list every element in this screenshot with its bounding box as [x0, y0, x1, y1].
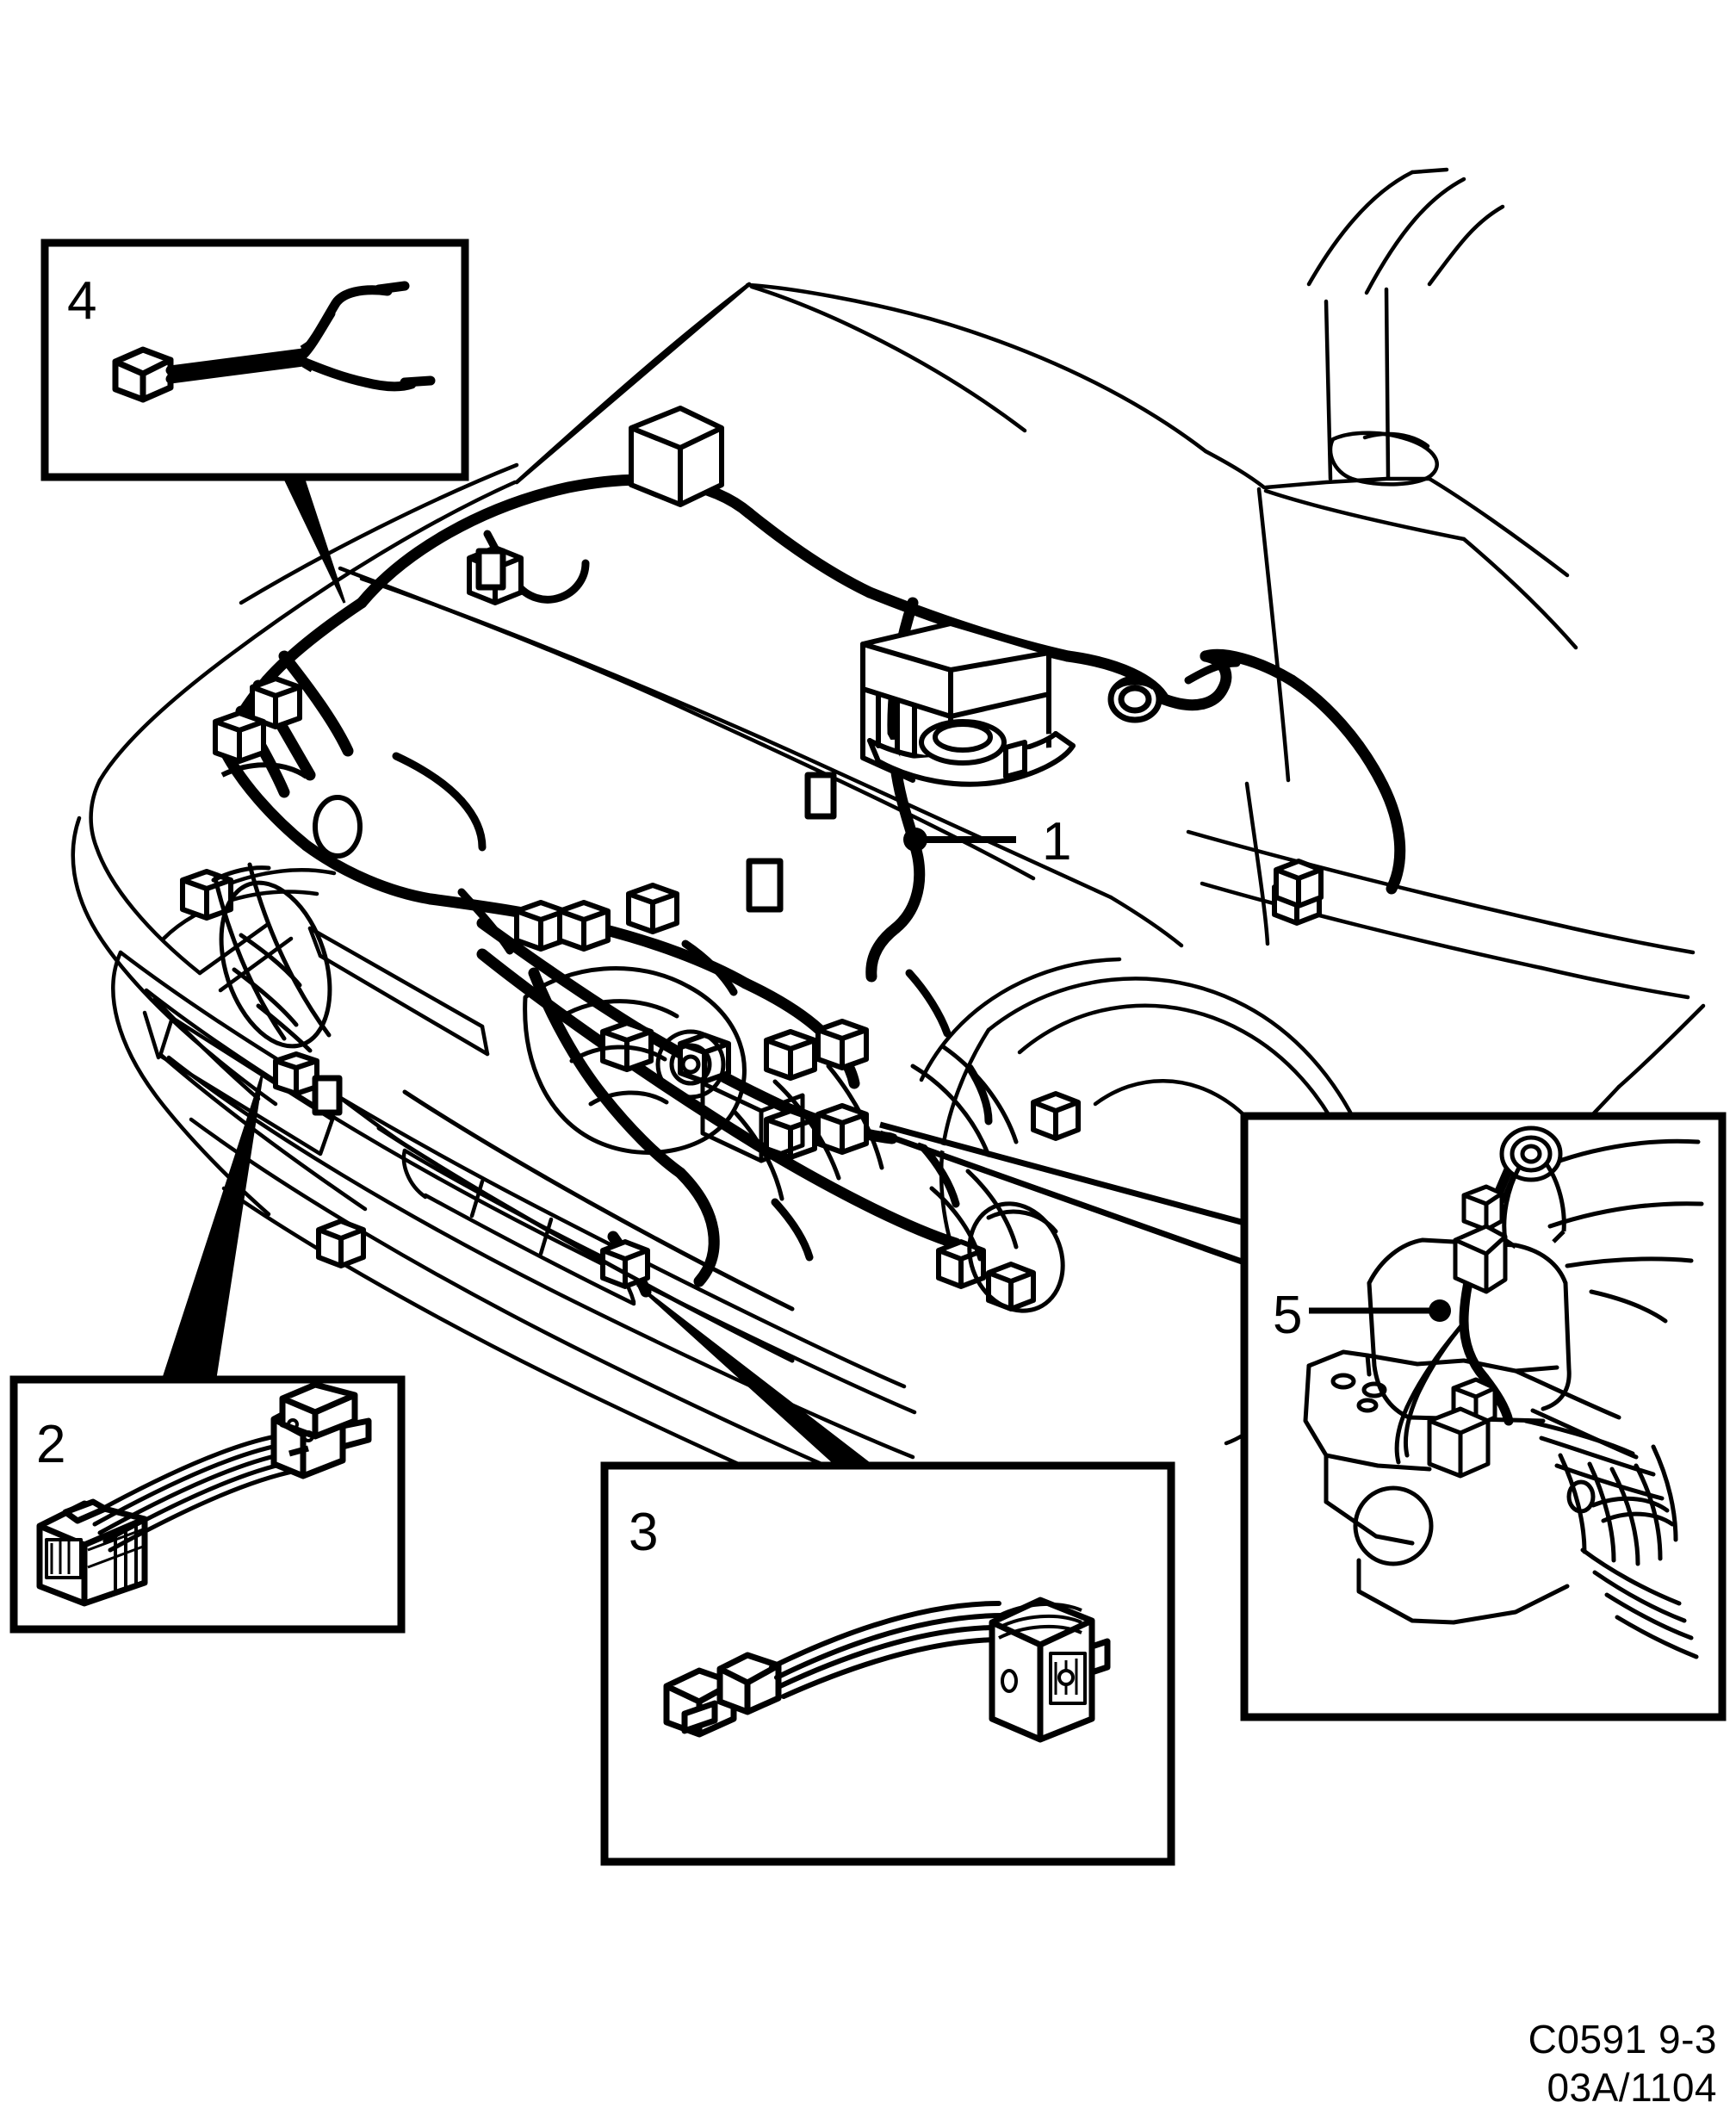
- callout-5-leader-lower: [878, 1130, 1246, 1266]
- connector-mid-lower: [746, 858, 784, 913]
- part-4-fork-join: [300, 338, 313, 373]
- inset-panel-4[interactable]: 4: [40, 239, 469, 604]
- clip-cube-n: [316, 1219, 366, 1268]
- callout-1-dot: [903, 828, 927, 852]
- callout-5-pointer-fill: [878, 1128, 1244, 1257]
- clip-cube-j: [764, 1029, 817, 1081]
- caption-line-2: 03A/1104: [1547, 2064, 1717, 2110]
- caption-line-1: C0591 9-3: [1528, 2016, 1717, 2062]
- callout-5-label: 5: [1273, 1286, 1302, 1345]
- clip-cube-e: [514, 900, 567, 952]
- clip-cube-r: [1031, 1091, 1081, 1141]
- clip-cube-t: [986, 1262, 1036, 1312]
- relay-box: [629, 406, 724, 507]
- callout-3-label: 3: [629, 1503, 658, 1562]
- harness-connector-clips: [180, 545, 1324, 1312]
- inset-panel-5[interactable]: 5: [878, 1112, 1727, 1721]
- clip-cube-u: [273, 1051, 319, 1096]
- clip-cube-d: [180, 869, 233, 921]
- clip-cube-f: [557, 900, 611, 952]
- engine-bay-component-left: [220, 762, 363, 859]
- brake-master-cylinder-reservoir: [860, 621, 1076, 787]
- clip-cube-m: [815, 1103, 869, 1155]
- reservoir-cap-inner: [933, 722, 993, 753]
- part-4-cable: [165, 281, 436, 392]
- callout-1[interactable]: 1: [903, 812, 1071, 871]
- part-5-connectors: [1427, 1184, 1508, 1479]
- engine-bay-detail-shapes: [211, 862, 1065, 1363]
- connector-cowl-left: [475, 548, 506, 591]
- clip-cube-g: [626, 883, 679, 934]
- connector-mid: [804, 772, 837, 820]
- inset-panel-2[interactable]: 2: [9, 1076, 406, 1634]
- clip-cube-q: [1274, 859, 1324, 908]
- part-4-drawing: [112, 346, 174, 403]
- part-2-drawing: [36, 1381, 372, 1607]
- figure-caption: C0591 9-3 03A/1104: [1528, 2015, 1717, 2111]
- clip-cube-s: [936, 1239, 986, 1289]
- callout-2-label: 2: [36, 1415, 65, 1474]
- part-5-grommet: [1499, 1126, 1566, 1250]
- callout-4-label: 4: [67, 271, 96, 331]
- clip-cube-c: [213, 710, 266, 764]
- callout-1-label: 1: [1042, 812, 1071, 871]
- inset-panel-3[interactable]: 3: [600, 1283, 1175, 1866]
- callout-5-leader-upper: [879, 1121, 1245, 1226]
- main-wiring-harness: [220, 474, 1406, 1298]
- car-body-outline: [71, 167, 1706, 1551]
- connector-bumper-left: [312, 1075, 343, 1116]
- part-3-drawing: [663, 1597, 1111, 1743]
- flat-connectors: [312, 548, 837, 1116]
- callout-5-dot: [1429, 1299, 1451, 1322]
- clip-cube-k: [815, 1019, 869, 1070]
- firewall-grommet: [1107, 675, 1162, 723]
